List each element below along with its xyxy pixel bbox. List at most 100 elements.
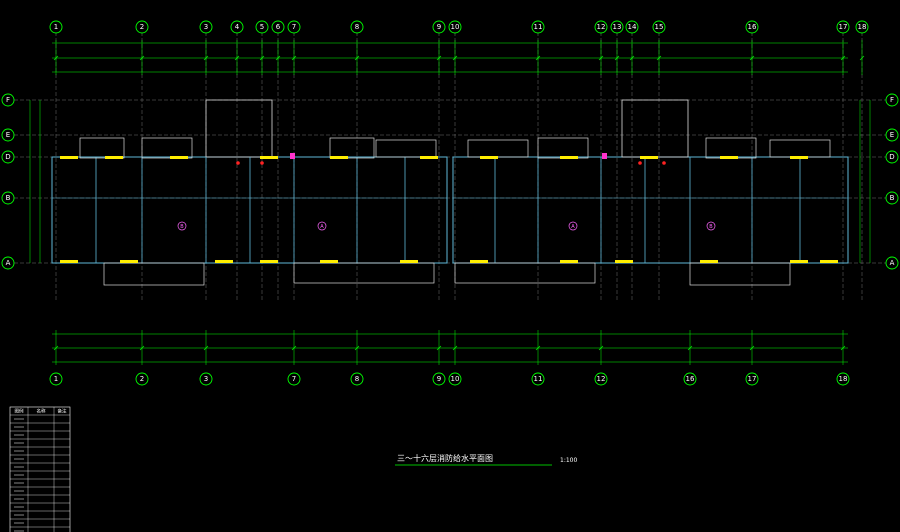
axis-bubble-top-14: 14 <box>625 20 639 34</box>
axis-bubble-top-12: 12 <box>594 20 608 34</box>
dimension-lines <box>29 40 871 365</box>
axis-bubble-top-1-label: 1 <box>54 23 58 31</box>
axis-bubble-top-3: 3 <box>199 20 213 34</box>
drawing-scale: 1:100 <box>560 457 577 464</box>
axis-bubble-bottom-8-label: 8 <box>355 375 359 383</box>
axis-bubble-top-1: 1 <box>49 20 63 34</box>
legend-table: 图例 名称 备注 <box>9 406 71 532</box>
axis-bubble-top-8-label: 8 <box>355 23 359 31</box>
axis-bubble-top-6: 6 <box>271 20 285 34</box>
axis-bubble-top-15: 15 <box>652 20 666 34</box>
axis-bubble-top-11: 11 <box>531 20 545 34</box>
axis-bubble-bottom-16-label: 16 <box>686 375 695 383</box>
axis-bubble-top-5: 5 <box>255 20 269 34</box>
axis-bubble-top-2-label: 2 <box>140 23 144 31</box>
axis-bubble-bottom-3-label: 3 <box>204 375 208 383</box>
axis-bubble-top-11-label: 11 <box>534 23 543 31</box>
legend-header-2: 名称 <box>37 408 46 415</box>
axis-bubble-bottom-16: 16 <box>683 372 697 386</box>
axis-bubble-top-16: 16 <box>745 20 759 34</box>
axis-bubble-bottom-8: 8 <box>350 372 364 386</box>
unit-tag-label: A <box>571 224 575 230</box>
axis-bubble-top-13: 13 <box>610 20 624 34</box>
unit-tag-label: B <box>709 224 713 230</box>
axis-bubble-top-3-label: 3 <box>204 23 208 31</box>
axis-bubble-right-F-label: F <box>890 96 894 104</box>
axis-bubble-top-10: 10 <box>448 20 462 34</box>
axis-bubble-right-B-label: B <box>890 194 895 202</box>
axis-bubble-bottom-11: 11 <box>531 372 545 386</box>
axis-bubble-top-18-label: 18 <box>858 23 867 31</box>
axis-bubble-right-F: F <box>885 93 899 107</box>
axis-bubble-bottom-1: 1 <box>49 372 63 386</box>
legend-header-3: 备注 <box>58 408 67 415</box>
legend-header-1: 图例 <box>15 408 24 415</box>
axis-bubble-right-E-label: E <box>890 131 894 139</box>
axis-bubble-top-17-label: 17 <box>839 23 848 31</box>
axis-bubble-bottom-10-label: 10 <box>451 375 460 383</box>
axis-bubble-top-9-label: 9 <box>437 23 441 31</box>
axis-bubble-top-18: 18 <box>855 20 869 34</box>
axis-bubble-bottom-2-label: 2 <box>140 375 144 383</box>
axis-bubble-left-F: F <box>1 93 15 107</box>
axis-bubble-left-E: E <box>1 128 15 142</box>
axis-bubble-top-9: 9 <box>432 20 446 34</box>
axis-bubble-bottom-17: 17 <box>745 372 759 386</box>
axis-bubble-top-13-label: 13 <box>613 23 622 31</box>
axis-bubble-right-D: D <box>885 150 899 164</box>
axis-bubble-bottom-1-label: 1 <box>54 375 58 383</box>
axis-bubble-top-4-label: 4 <box>235 23 240 31</box>
row-axis-bubbles: F F E E D D B B A A <box>1 93 899 270</box>
axis-bubble-top-7-label: 7 <box>292 23 296 31</box>
axis-bubble-bottom-9-label: 9 <box>437 375 441 383</box>
unit-tag-label: A <box>320 224 324 230</box>
axis-bubble-right-D-label: D <box>889 153 894 161</box>
axis-bubble-bottom-11-label: 11 <box>534 375 543 383</box>
axis-bubble-bottom-7: 7 <box>287 372 301 386</box>
axis-bubble-left-F-label: F <box>6 96 10 104</box>
unit-tag-4: B <box>706 221 716 231</box>
axis-bubble-top-7: 7 <box>287 20 301 34</box>
axis-bubble-top-6-label: 6 <box>276 23 281 31</box>
axis-bubble-left-A-label: A <box>6 259 11 267</box>
axis-bubble-left-E-label: E <box>6 131 10 139</box>
axis-bubble-top-17: 17 <box>836 20 850 34</box>
axis-bubble-bottom-18: 18 <box>836 372 850 386</box>
axis-bubble-right-E: E <box>885 128 899 142</box>
axis-bubble-bottom-2: 2 <box>135 372 149 386</box>
unit-tag-3: A <box>568 221 578 231</box>
axis-bubble-top-5-label: 5 <box>260 23 264 31</box>
unit-tag-label: B <box>180 224 184 230</box>
axis-bubble-left-D: D <box>1 150 15 164</box>
drawing-title-block: 三～十六层消防给水平面图 1:100 <box>395 453 577 466</box>
axis-bubble-top-8: 8 <box>350 20 364 34</box>
axis-bubble-bottom-12-label: 12 <box>597 375 606 383</box>
axis-bubble-left-D-label: D <box>5 153 10 161</box>
axis-bubble-bottom-18-label: 18 <box>839 375 848 383</box>
axis-bubble-left-B-label: B <box>6 194 11 202</box>
axis-bubble-bottom-17-label: 17 <box>748 375 757 383</box>
axis-bubble-right-A-label: A <box>890 259 895 267</box>
drawing-title: 三～十六层消防给水平面图 <box>397 453 493 463</box>
unit-tag-1: B <box>177 221 187 231</box>
axis-bubble-left-A: A <box>1 256 15 270</box>
unit-tag-2: A <box>317 221 327 231</box>
axis-bubble-top-2: 2 <box>135 20 149 34</box>
axis-bubble-left-B: B <box>1 191 15 205</box>
axis-bubble-top-15-label: 15 <box>655 23 664 31</box>
axis-bubble-right-B: B <box>885 191 899 205</box>
axis-bubble-top-16-label: 16 <box>748 23 757 31</box>
axis-bubble-top-4: 4 <box>230 20 244 34</box>
axis-bubble-bottom-7-label: 7 <box>292 375 296 383</box>
axis-bubble-right-A: A <box>885 256 899 270</box>
axis-bubble-top-10-label: 10 <box>451 23 460 31</box>
axis-bubble-top-14-label: 14 <box>628 23 637 31</box>
building-walls <box>51 99 849 286</box>
axis-bubble-top-12-label: 12 <box>597 23 606 31</box>
axis-bubble-bottom-9: 9 <box>432 372 446 386</box>
axis-bubble-bottom-10: 10 <box>448 372 462 386</box>
